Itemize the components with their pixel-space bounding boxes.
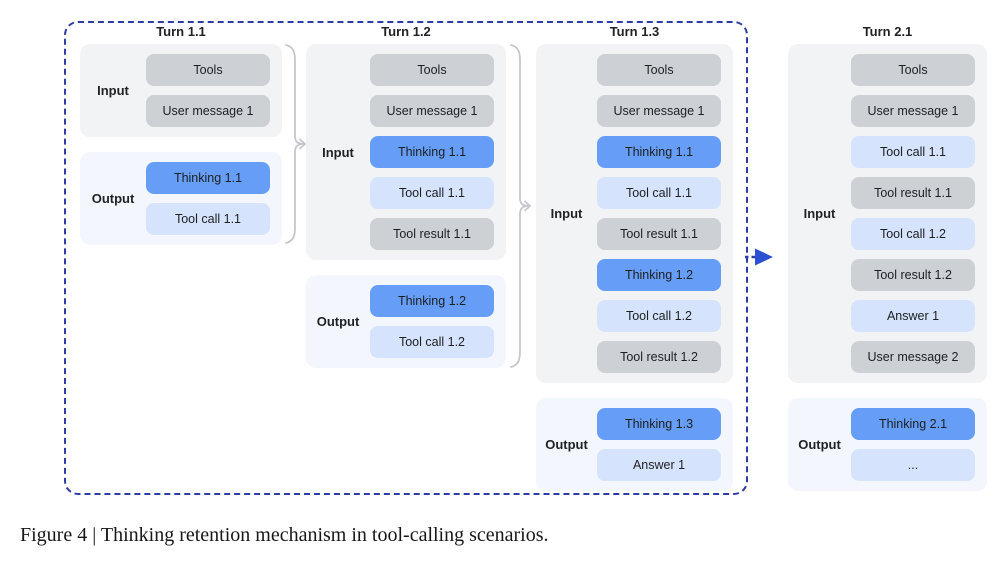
message-box-thinking-1-2: Thinking 1.2 (597, 259, 721, 291)
message-box-tool-call-1-2: Tool call 1.2 (851, 218, 975, 250)
turn-title: Turn 1.2 (381, 24, 431, 39)
message-box-tool-result-1-1: Tool result 1.1 (597, 218, 721, 250)
message-box-tool-result-1-1: Tool result 1.1 (370, 218, 494, 250)
message-box-tools: Tools (597, 54, 721, 86)
message-box-tool-call-1-2: Tool call 1.2 (370, 326, 494, 358)
message-box-tool-call-1-1: Tool call 1.1 (146, 203, 270, 235)
input-label: Input (803, 206, 836, 221)
message-box-answer-1: Answer 1 (851, 300, 975, 332)
message-box-user-message-1: User message 1 (851, 95, 975, 127)
message-box-thinking-1-3: Thinking 1.3 (597, 408, 721, 440)
turn-title: Turn 2.1 (862, 24, 913, 39)
message-box-tool-call-1-2: Tool call 1.2 (597, 300, 721, 332)
dashed-arrow-right-icon (745, 248, 773, 266)
message-box-ellipsis: ... (851, 449, 975, 481)
turn-title: Turn 1.1 (156, 24, 206, 39)
message-box-user-message-1: User message 1 (597, 95, 721, 127)
output-panel: Output Thinking 2.1... (788, 398, 987, 491)
turn-connector-brace-icon (510, 44, 532, 368)
message-box-tool-result-1-1: Tool result 1.1 (851, 177, 975, 209)
message-box-thinking-1-1: Thinking 1.1 (370, 136, 494, 168)
message-box-tools: Tools (851, 54, 975, 86)
message-box-tools: Tools (146, 54, 270, 86)
message-box-tool-call-1-1: Tool call 1.1 (597, 177, 721, 209)
message-box-answer-1: Answer 1 (597, 449, 721, 481)
output-label: Output (545, 437, 588, 452)
message-box-thinking-1-2: Thinking 1.2 (370, 285, 494, 317)
output-label: Output (798, 437, 841, 452)
message-box-tools: Tools (370, 54, 494, 86)
figure-caption: Figure 4 | Thinking retention mechanism … (20, 524, 549, 546)
message-box-tool-result-1-2: Tool result 1.2 (851, 259, 975, 291)
message-box-thinking-1-1: Thinking 1.1 (597, 136, 721, 168)
message-box-user-message-1: User message 1 (146, 95, 270, 127)
message-box-tool-call-1-1: Tool call 1.1 (370, 177, 494, 209)
output-label: Output (91, 191, 135, 206)
turn-connector-brace-icon (285, 44, 307, 244)
output-item-list: Thinking 2.1... (851, 398, 975, 491)
turn-title: Turn 1.3 (609, 24, 660, 39)
message-box-tool-result-1-2: Tool result 1.2 (597, 341, 721, 373)
input-label: Input (97, 83, 129, 98)
message-box-user-message-2: User message 2 (851, 341, 975, 373)
input-label: Input (322, 144, 354, 160)
input-label: Input (550, 206, 583, 221)
message-box-thinking-1-1: Thinking 1.1 (146, 162, 270, 194)
message-box-thinking-2-1: Thinking 2.1 (851, 408, 975, 440)
output-label: Output (316, 314, 360, 329)
message-box-user-message-1: User message 1 (370, 95, 494, 127)
message-box-tool-call-1-1: Tool call 1.1 (851, 136, 975, 168)
